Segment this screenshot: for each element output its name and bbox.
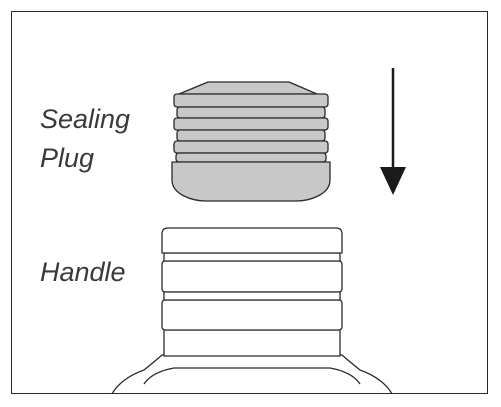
plug-top-cap	[178, 81, 318, 95]
plug-base	[171, 161, 331, 202]
plug-thread-ring	[176, 106, 326, 119]
handle-top	[161, 227, 343, 254]
plug-thread-ring	[175, 152, 327, 163]
plug-thread-ring	[173, 117, 329, 131]
handle-neck	[163, 329, 341, 357]
sealing-plug-label-line2: Plug	[40, 143, 95, 173]
plug-thread-ring	[176, 129, 326, 142]
down-arrow-icon	[380, 68, 406, 195]
sealing-plug	[171, 81, 331, 202]
handle-label: Handle	[40, 257, 126, 287]
plug-thread-ring	[173, 140, 329, 154]
sealing-plug-label-line1: Sealing	[40, 104, 131, 134]
handle-grip-band	[161, 260, 343, 293]
handle-grip-band	[163, 252, 341, 262]
handle-grip-band	[161, 299, 343, 331]
plug-thread-ring	[173, 93, 329, 108]
diagram-frame: Sealing Plug Handle	[11, 11, 488, 394]
handle-shoulder-line	[143, 367, 361, 385]
handle-body	[111, 354, 393, 393]
handle-grip-band	[163, 291, 341, 301]
assembly-diagram	[111, 68, 406, 393]
handle	[111, 227, 393, 393]
